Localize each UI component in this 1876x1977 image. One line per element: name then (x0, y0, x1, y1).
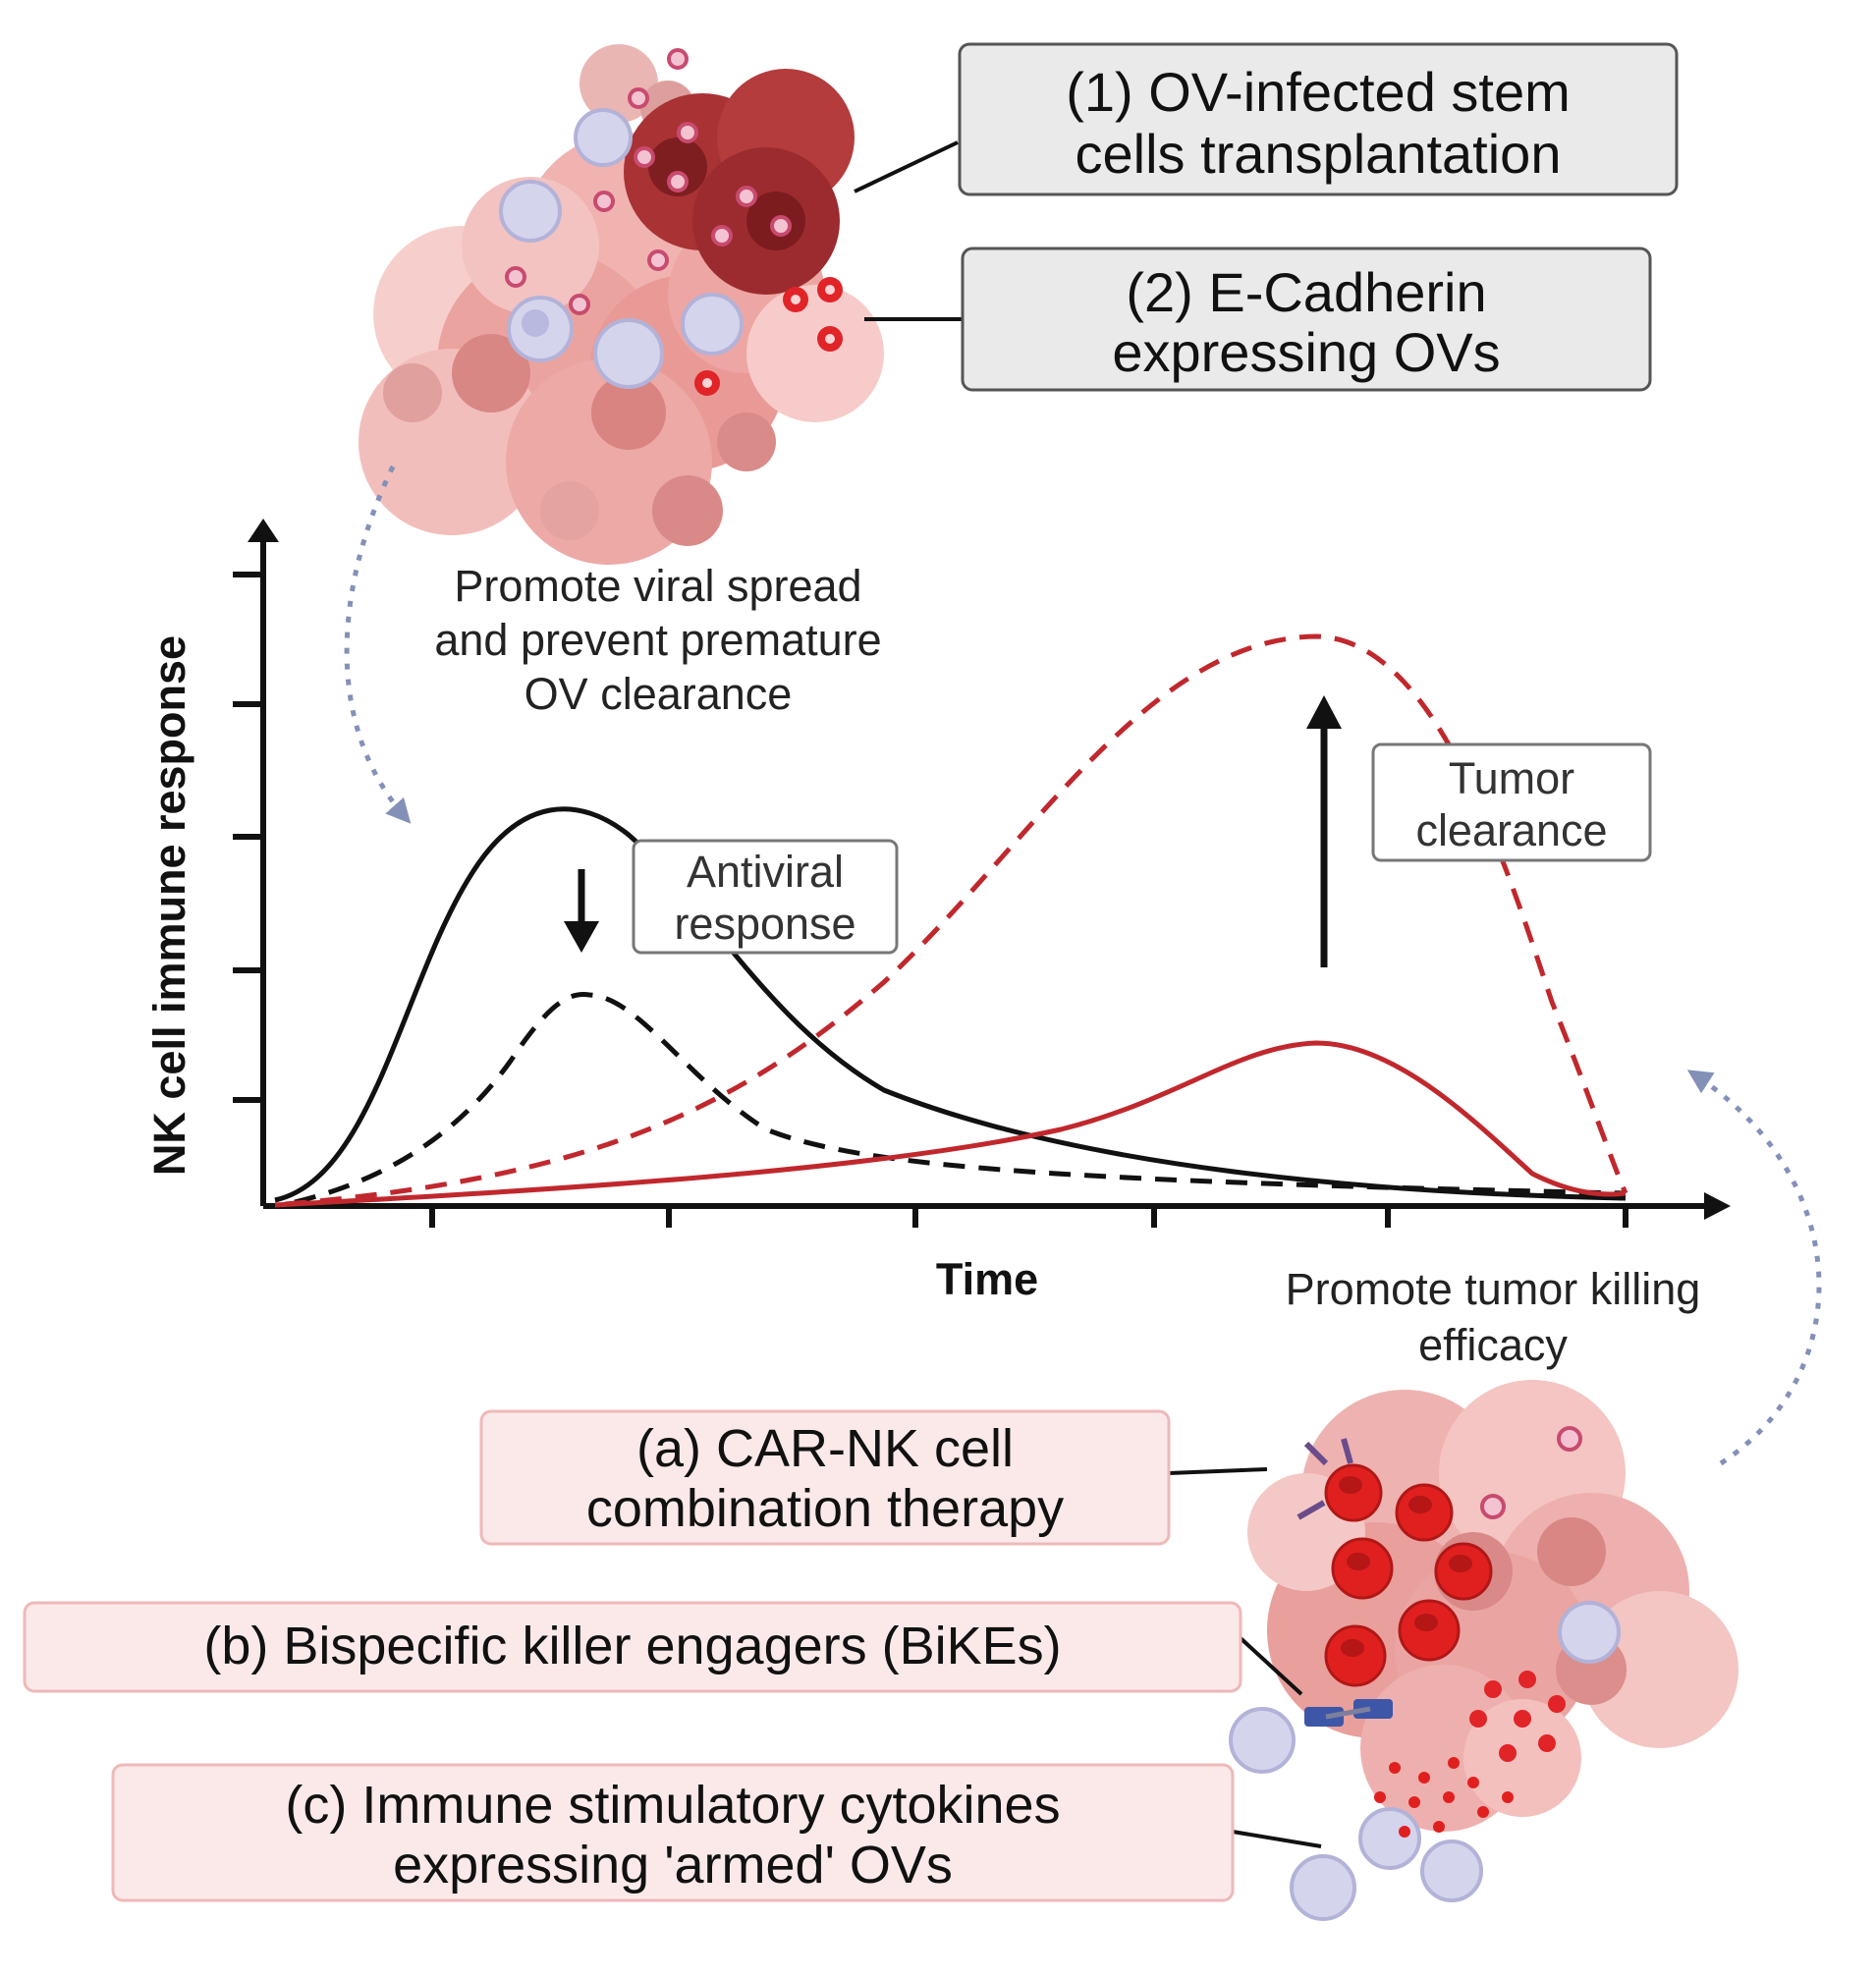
antiviral-line1: Antiviral (687, 847, 844, 897)
cytokine-dots-icon (1374, 1757, 1514, 1838)
tumor-cluster-infected-icon (359, 44, 884, 565)
strategy-a-line1: (a) CAR-NK cell (636, 1419, 1014, 1478)
strategy-box-b: (b) Bispecific killer engagers (BiKEs) (23, 1601, 1242, 1693)
tumor-killing-line2: efficacy (1418, 1320, 1568, 1370)
x-axis-ticks (429, 1206, 1628, 1228)
connector-line-b (1239, 1636, 1303, 1696)
tumor-cluster-treated-icon (1229, 1380, 1738, 1921)
strategy-1-line1: (1) OV-infected stem (1066, 61, 1571, 123)
curve-antiviral-baseline (274, 806, 1627, 1203)
connector-line-a (1168, 1467, 1268, 1475)
connector-line-1 (854, 140, 959, 193)
viral-spread-line1: Promote viral spread (454, 561, 861, 611)
strategy-b-line1: (b) Bispecific killer engagers (BiKEs) (203, 1617, 1061, 1675)
tumor-killing-annotation: Promote tumor killing efficacy (1286, 1264, 1701, 1370)
strategy-box-a: (a) CAR-NK cell combination therapy (479, 1409, 1171, 1546)
down-arrow-head-icon (564, 921, 599, 953)
y-axis-label: NK cell immune response (144, 635, 194, 1176)
connector-line-c (1232, 1830, 1322, 1848)
strategy-a-line2: combination therapy (586, 1479, 1064, 1538)
y-axis-arrowhead-icon (248, 519, 279, 542)
strategy-box-2: (2) E-Cadherin expressing OVs (961, 247, 1652, 392)
response-chart: NK cell immune response Time Antiviral r… (144, 519, 1731, 1304)
antiviral-response-label: Antiviral response (632, 839, 899, 955)
dotted-arrow-right (1686, 1070, 1822, 1466)
viral-spread-line2: and prevent premature (434, 615, 881, 665)
x-axis-label: Time (936, 1254, 1038, 1304)
viral-spread-annotation: Promote viral spread and prevent prematu… (434, 561, 881, 719)
curve-tumor-baseline (274, 1040, 1627, 1208)
tumor-clearance-label: Tumor clearance (1371, 742, 1652, 862)
curve-tumor-enhanced (284, 633, 1628, 1207)
up-arrow-head-icon (1306, 695, 1342, 729)
dotted-arrow-left (344, 465, 412, 824)
antiviral-line2: response (674, 899, 855, 949)
bike-antibody-icon (1304, 1699, 1393, 1727)
tumor-clearance-line2: clearance (1415, 805, 1607, 855)
curve-antiviral-reduced (294, 992, 1627, 1205)
nk-cell-icon (1558, 1601, 1621, 1664)
car-receptor-icon (1297, 1438, 1353, 1520)
strategy-2-line1: (2) E-Cadherin (1126, 261, 1486, 323)
strategy-c-line1: (c) Immune stimulatory cytokines (285, 1776, 1060, 1835)
x-axis-arrowhead-icon (1704, 1192, 1731, 1220)
tumor-killing-line1: Promote tumor killing (1286, 1264, 1701, 1314)
strategy-1-line2: cells transplantation (1076, 123, 1562, 185)
strategy-box-c: (c) Immune stimulatory cytokines express… (111, 1763, 1235, 1902)
y-axis-ticks (233, 572, 263, 1103)
strategy-c-line2: expressing 'armed' OVs (393, 1836, 953, 1895)
tumor-clearance-line1: Tumor (1449, 753, 1574, 803)
viral-spread-line3: OV clearance (524, 669, 793, 719)
strategy-2-line2: expressing OVs (1112, 321, 1500, 383)
strategy-box-1: (1) OV-infected stem cells transplantati… (958, 42, 1679, 196)
